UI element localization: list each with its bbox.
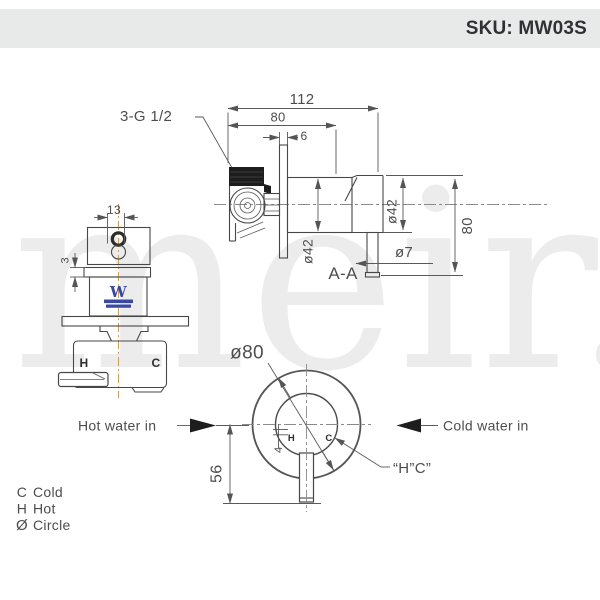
legend-symbol-cold: C xyxy=(17,484,27,500)
cold-water-label: Cold water in xyxy=(443,418,529,434)
lever-rod-cap xyxy=(364,271,381,278)
dim-6-label: 6 xyxy=(301,129,308,143)
body-slope xyxy=(344,177,358,202)
cert-logo-letter: W xyxy=(109,283,128,301)
cert-logo-text-bar xyxy=(106,304,131,308)
mounting-nut xyxy=(99,325,149,342)
valve-port xyxy=(236,221,264,234)
dim-d42-left-label: ø42 xyxy=(300,239,316,264)
cartridge-circle-mid xyxy=(233,191,262,220)
dim-112-label: 112 xyxy=(290,91,315,108)
cartridge-circle-inner xyxy=(239,197,256,214)
dim-d80-label: ø80 xyxy=(230,343,264,364)
body-step xyxy=(131,387,165,393)
cartridge-circle-outer xyxy=(229,187,266,224)
dim-56-label: 56 xyxy=(209,465,226,483)
spacer-band xyxy=(83,266,152,278)
dim-d42-right-label: ø42 xyxy=(384,199,400,224)
legend-symbol-hot: H xyxy=(17,501,27,517)
cartridge-circle-core xyxy=(244,202,251,209)
trim-sleeve xyxy=(286,176,353,234)
dim-d7-label: ø7 xyxy=(395,244,413,261)
hatch-tab xyxy=(264,184,271,194)
dim-arrow xyxy=(321,450,334,471)
hot-marker: H xyxy=(288,433,295,444)
cold-water-arrow xyxy=(396,418,421,433)
flange-plate xyxy=(61,315,190,327)
wall-fitting xyxy=(263,192,281,217)
hc-leader xyxy=(334,437,382,468)
wall-plate-side xyxy=(278,144,289,259)
legend: C Cold H Hot Ø Circle xyxy=(16,484,71,534)
legend-symbol-circle: Ø xyxy=(16,517,28,534)
legend-label-hot: Hot xyxy=(33,501,56,517)
thread-callout-label: 3-G 1/2 xyxy=(120,108,172,125)
lever-rod-side xyxy=(366,231,379,274)
cartridge-screw xyxy=(110,244,127,260)
hot-water-arrow xyxy=(190,418,216,433)
side-view-drawing: 112 80 6 3-G 1/2 xyxy=(120,91,548,283)
dim-arrow xyxy=(278,377,291,398)
legend-label-cold: Cold xyxy=(33,484,63,500)
watermark-cert-logo: W xyxy=(104,283,133,308)
sku-label: SKU: MW03S xyxy=(465,17,587,39)
dim-80-vert-label: 80 xyxy=(459,217,476,234)
dim-3-label: 3 xyxy=(60,257,72,263)
valve-port xyxy=(239,227,266,239)
body-top-edge xyxy=(351,174,383,179)
hot-water-label: Hot water in xyxy=(78,418,156,434)
header-bar: SKU: MW03S xyxy=(0,9,600,48)
thread-leader-line xyxy=(195,116,233,169)
plate-front-view: ø80 4 H C “H”C” 56 Hot water in Cold wat… xyxy=(78,343,529,512)
cartridge-housing xyxy=(86,226,151,266)
threaded-inlet-hatch xyxy=(229,167,264,186)
cold-port-label: C xyxy=(152,356,161,370)
hot-port-label: H xyxy=(80,356,89,370)
dim-4-label: 4 xyxy=(273,447,285,453)
dim-80-label: 80 xyxy=(270,110,285,125)
section-aa-label: A-A xyxy=(328,264,358,283)
dim-13-label: 13 xyxy=(107,203,121,217)
hc-engraving-label: “H”C” xyxy=(393,460,431,477)
lever-detail xyxy=(91,372,106,380)
front-view-drawing: 13 3 W H C xyxy=(57,203,190,398)
inlet-body xyxy=(72,340,168,389)
legend-label-circle: Circle xyxy=(33,517,71,533)
cold-marker: C xyxy=(325,433,332,444)
cert-logo-text-bar xyxy=(104,299,133,304)
